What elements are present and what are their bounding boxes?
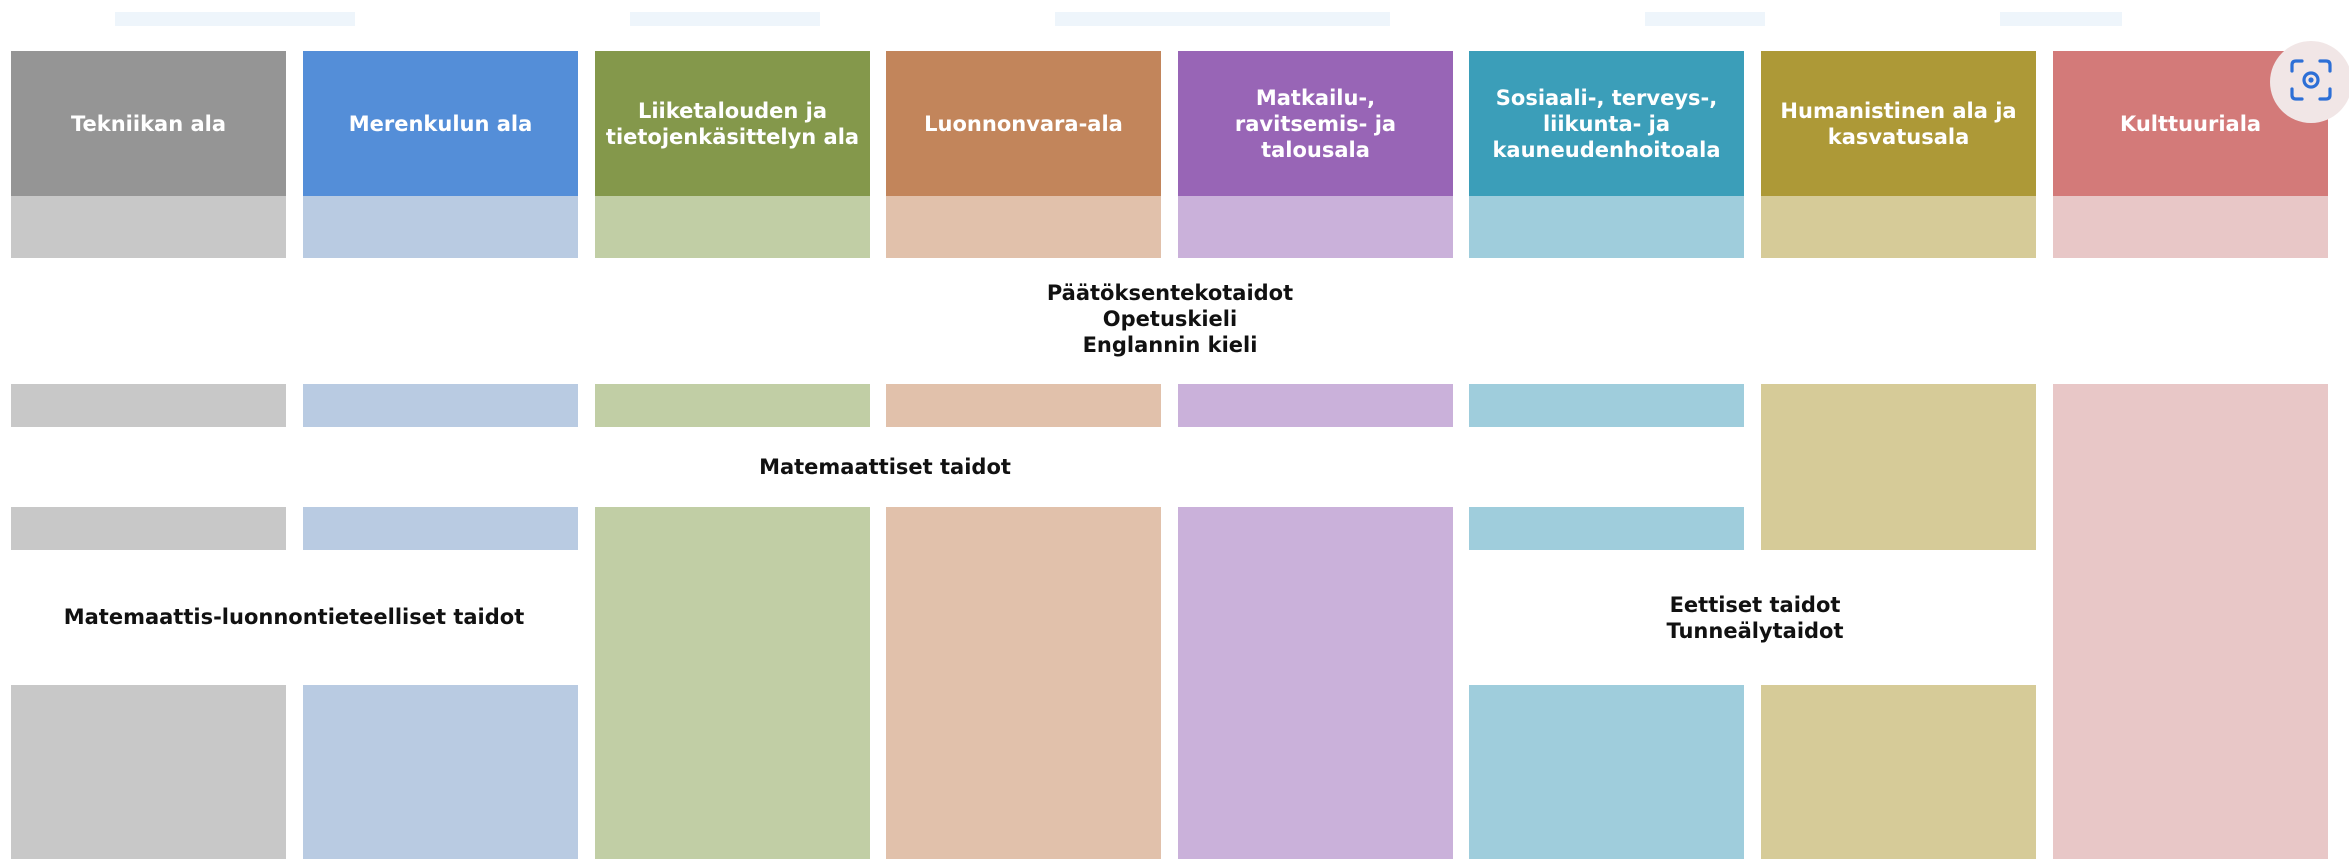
block-row2 [886,384,1161,427]
field-header-matkailu: Matkailu-, ravitsemis- ja talousala [1178,51,1453,196]
block-row3 [11,507,286,550]
block-row4 [303,685,578,859]
block-row2 [1469,384,1744,427]
block-row2 [11,384,286,427]
field-header-sosiaali: Sosiaali-, terveys-, liikunta- ja kauneu… [1469,51,1744,196]
top-decor-bar [2000,12,2122,26]
block-row4 [1469,685,1744,859]
block-row3 [1469,507,1744,550]
field-label: Kulttuuriala [2119,111,2262,136]
field-label: Luonnonvara-ala [924,111,1123,136]
skill-ethics: Eettiset taidot [1669,593,1841,617]
skill-decision-making: Päätöksentekotaidot [1046,281,1294,305]
block-row2 [595,384,870,427]
field-header-tekniikka: Tekniikan ala [11,51,286,196]
math-skills-label: Matemaattiset taidot [700,454,1070,480]
block-liiketalous-tall [595,507,870,859]
block-row2 [1178,384,1453,427]
block-strip [595,196,870,258]
skill-math-science: Matemaattis-luonnontieteelliset taidot [63,605,525,629]
skill-math: Matemaattiset taidot [759,455,1011,479]
field-header-humanistinen: Humanistinen ala ja kasvatusala [1761,51,2036,196]
skill-teaching-language: Opetuskieli [1102,307,1238,331]
common-skills-label: Päätöksentekotaidot Opetuskieli Englanni… [970,280,1370,358]
math-science-skills-label: Matemaattis-luonnontieteelliset taidot [40,604,548,630]
field-label: Liiketalouden ja tietojenkäsittelyn ala [605,98,860,149]
field-label: Matkailu-, ravitsemis- ja talousala [1234,85,1397,162]
field-header-liiketalous: Liiketalouden ja tietojenkäsittelyn ala [595,51,870,196]
field-label: Tekniikan ala [70,111,227,136]
skill-english: Englannin kieli [1082,333,1258,357]
block-strip [886,196,1161,258]
block-strip [1761,196,2036,258]
block-strip [11,196,286,258]
top-decor-bar [115,12,355,26]
field-label: Humanistinen ala ja kasvatusala [1780,98,2017,149]
field-label: Sosiaali-, terveys-, liikunta- ja kauneu… [1492,85,1721,162]
block-row2 [303,384,578,427]
block-row3 [303,507,578,550]
top-decor-bar [1055,12,1390,26]
field-label: Merenkulun ala [348,111,533,136]
field-header-kulttuuri: Kulttuuriala [2053,51,2328,196]
block-strip [1178,196,1453,258]
block-matkailu-tall [1178,507,1453,859]
block-strip [1469,196,1744,258]
block-strip [2053,196,2328,258]
field-header-luonnonvara: Luonnonvara-ala [886,51,1161,196]
top-decor-bar [1645,12,1765,26]
block-row4 [1761,685,2036,859]
skill-emotional-intelligence: Tunneälytaidot [1666,619,1844,643]
block-luonnonvara-tall [886,507,1161,859]
block-strip [303,196,578,258]
block-row4 [11,685,286,859]
visual-search-button[interactable] [2270,41,2349,123]
ethics-skills-label: Eettiset taidot Tunneälytaidot [1560,592,1950,644]
block-kulttuuri-full [2053,384,2328,859]
field-header-merenkulku: Merenkulun ala [303,51,578,196]
visual-search-icon [2288,57,2334,107]
block-humanistinen-tall [1761,384,2036,550]
top-decor-bar [630,12,820,26]
